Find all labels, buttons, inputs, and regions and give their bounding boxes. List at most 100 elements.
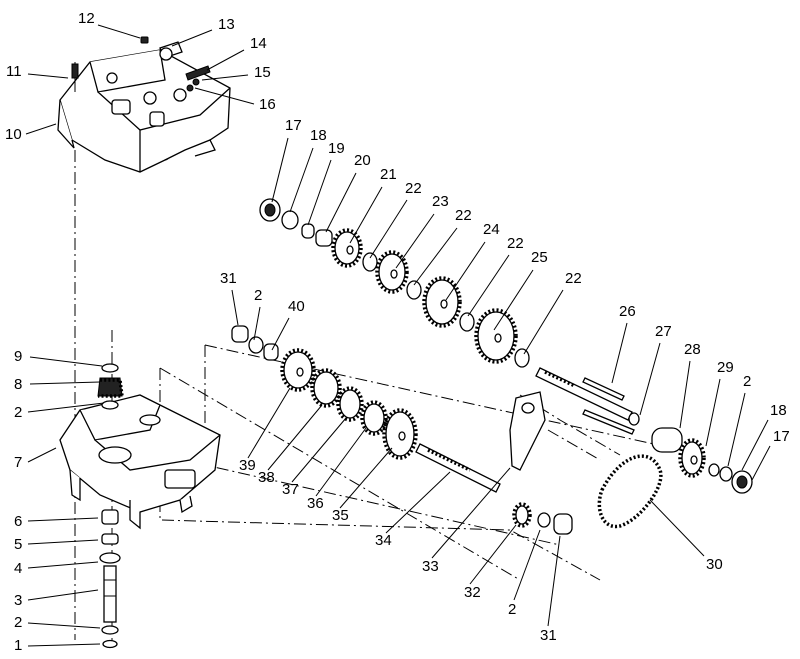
callout-label-c1: 1 xyxy=(14,637,22,654)
callout-label-c9: 9 xyxy=(14,348,22,365)
callout-label-c16: 16 xyxy=(259,96,276,113)
leader-line-c29 xyxy=(705,378,721,447)
leader-line-c24 xyxy=(445,241,486,301)
leader-line-c10 xyxy=(25,123,57,135)
callout-label-c25: 25 xyxy=(531,249,548,266)
callout-label-c39: 39 xyxy=(239,457,256,474)
callout-label-c17b: 17 xyxy=(773,428,790,445)
callout-label-c31a: 31 xyxy=(220,270,237,287)
callout-label-c22c: 22 xyxy=(507,235,524,252)
leader-line-c38 xyxy=(267,404,323,471)
leader-line-c34 xyxy=(385,471,451,534)
leader-line-c26 xyxy=(611,322,628,384)
callout-label-c22b: 22 xyxy=(455,207,472,224)
leader-line-c17b xyxy=(751,445,771,481)
leader-line-c22b xyxy=(413,227,458,286)
leader-line-c22a xyxy=(369,199,408,259)
callout-label-c17a: 17 xyxy=(285,117,302,134)
callout-label-c4: 4 xyxy=(14,560,22,577)
callout-label-c3: 3 xyxy=(14,592,22,609)
callout-label-c29: 29 xyxy=(717,359,734,376)
leader-line-c13 xyxy=(171,29,213,47)
callout-label-c21: 21 xyxy=(380,166,397,183)
leader-line-c19 xyxy=(307,159,332,226)
small-hardware xyxy=(71,36,211,92)
callout-label-c22d: 22 xyxy=(565,270,582,287)
leader-line-c25 xyxy=(493,269,534,331)
leader-line-c2c xyxy=(27,402,105,413)
callout-label-c28: 28 xyxy=(684,341,701,358)
leader-line-c2d xyxy=(513,529,541,601)
leader-line-c14 xyxy=(206,49,245,71)
callout-label-c33: 33 xyxy=(422,558,439,575)
leader-line-c39 xyxy=(247,387,291,459)
leader-line-c23 xyxy=(395,213,435,269)
leader-line-c31b xyxy=(547,535,561,627)
callout-label-c38: 38 xyxy=(258,469,275,486)
leader-line-c3 xyxy=(27,589,99,601)
callout-label-c32: 32 xyxy=(464,584,481,601)
leader-line-c35 xyxy=(339,447,393,509)
callout-label-c30: 30 xyxy=(706,556,723,573)
callout-label-c7: 7 xyxy=(14,454,22,471)
leader-line-c27 xyxy=(639,342,661,416)
callout-label-c6: 6 xyxy=(14,513,22,530)
callout-label-c23: 23 xyxy=(432,193,449,210)
leader-line-c2a xyxy=(253,306,261,341)
leader-line-c8 xyxy=(29,381,101,385)
callout-label-c18b: 18 xyxy=(770,402,787,419)
leader-line-c6 xyxy=(27,517,99,522)
callout-label-c18a: 18 xyxy=(310,127,327,144)
leader-line-c40 xyxy=(271,317,290,351)
leader-line-c9 xyxy=(29,356,103,367)
callout-label-c36: 36 xyxy=(307,495,324,512)
leader-line-c16 xyxy=(194,87,255,105)
leader-line-c22c xyxy=(467,254,510,317)
drive-chain xyxy=(597,454,663,529)
leader-line-c17a xyxy=(271,137,289,203)
leader-line-c12 xyxy=(97,24,141,39)
output-shaft xyxy=(535,367,753,494)
leader-line-c15 xyxy=(201,74,249,81)
leader-line-c31a xyxy=(231,289,239,326)
leader-line-c4 xyxy=(27,561,99,569)
leader-line-c30 xyxy=(649,499,705,557)
callout-label-c8: 8 xyxy=(14,376,22,393)
callout-label-c27: 27 xyxy=(655,323,672,340)
leader-line-c37 xyxy=(291,417,347,483)
vertical-shaft-parts xyxy=(97,363,124,649)
callout-label-c22a: 22 xyxy=(405,180,422,197)
upper-gear-cluster xyxy=(259,198,530,368)
callout-label-c14: 14 xyxy=(250,35,267,52)
leader-line-c20 xyxy=(325,172,357,233)
callout-label-c40: 40 xyxy=(288,298,305,315)
callout-label-c34: 34 xyxy=(375,532,392,549)
leader-line-c22d xyxy=(523,289,564,355)
callout-label-c2c: 2 xyxy=(14,404,22,421)
callout-leaders xyxy=(25,24,771,647)
leader-line-c32 xyxy=(469,524,517,585)
callout-label-c15: 15 xyxy=(254,64,271,81)
callout-label-c5: 5 xyxy=(14,536,22,553)
leader-line-c7 xyxy=(27,447,57,463)
callout-label-c2d: 2 xyxy=(508,601,516,618)
callout-label-c11: 11 xyxy=(6,63,22,80)
callout-label-c26: 26 xyxy=(619,303,636,320)
leader-line-c28 xyxy=(679,360,691,429)
callout-label-c2e: 2 xyxy=(14,614,22,631)
callout-label-c35: 35 xyxy=(332,507,349,524)
leader-line-c2b xyxy=(727,392,746,467)
callout-label-c10: 10 xyxy=(5,126,22,143)
lower-gear-cluster xyxy=(231,325,573,535)
leader-line-c18a xyxy=(289,147,314,213)
leader-line-c1 xyxy=(27,643,101,647)
callout-label-c37: 37 xyxy=(282,481,299,498)
leader-line-c18b xyxy=(741,419,769,471)
leader-line-c2e xyxy=(27,622,101,629)
callout-label-c13: 13 xyxy=(218,16,235,33)
callout-label-c31b: 31 xyxy=(540,627,557,644)
leader-line-c21 xyxy=(349,186,383,244)
leader-line-c33 xyxy=(431,467,511,559)
